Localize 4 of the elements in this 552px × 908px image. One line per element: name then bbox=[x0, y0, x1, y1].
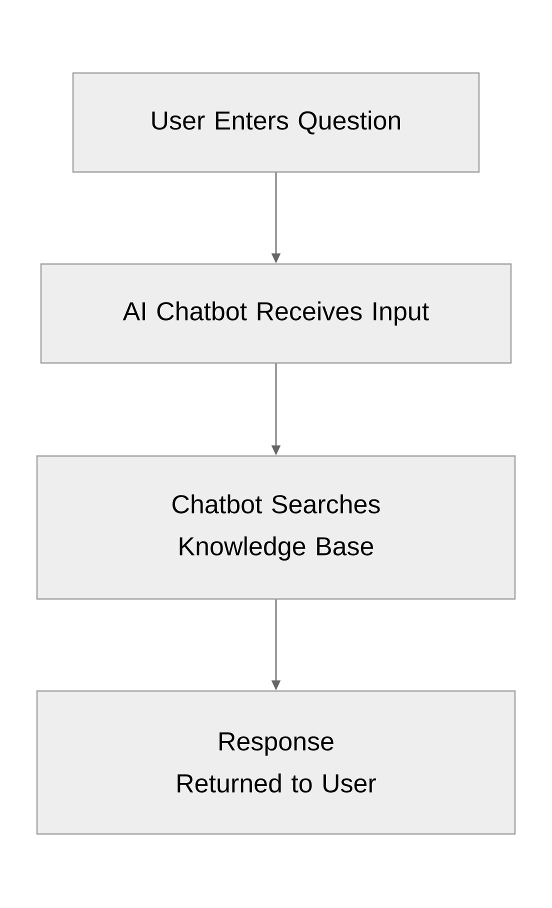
process-box: User Enters Question bbox=[72, 72, 480, 173]
process-box: Response Returned to User bbox=[36, 690, 516, 835]
process-box: AI Chatbot Receives Input bbox=[40, 263, 512, 364]
process-box: Chatbot Searches Knowledge Base bbox=[36, 455, 516, 600]
